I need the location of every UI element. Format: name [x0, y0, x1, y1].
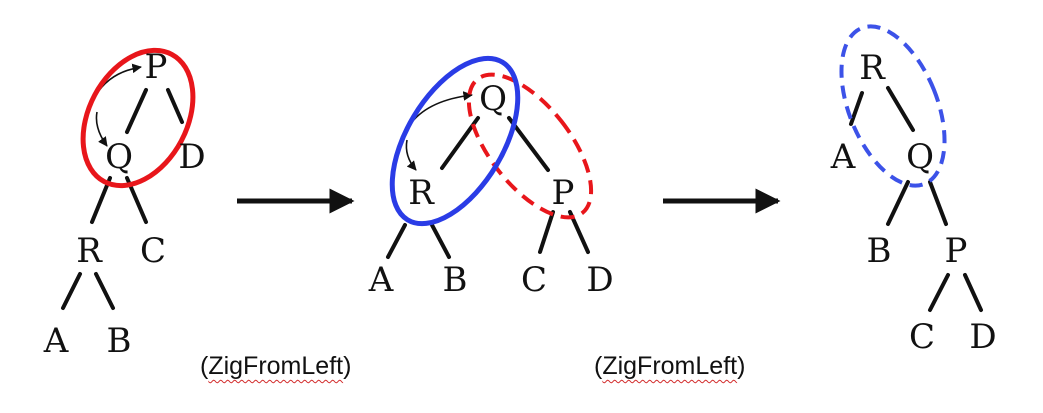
tree-after: R A Q B P C D: [830, 24, 997, 357]
node-q: Q: [105, 137, 133, 177]
edge-r-a: [61, 272, 82, 310]
rotation-arrow-down: [95, 111, 108, 147]
caption-open-paren: (: [594, 352, 603, 380]
node-a: A: [830, 137, 856, 177]
node-r: R: [76, 231, 103, 271]
edge-p-c: [928, 273, 950, 312]
node-b: B: [443, 260, 468, 300]
edge-q-p: [928, 180, 948, 226]
node-r: R: [408, 173, 435, 213]
node-b: B: [107, 321, 132, 361]
edge-p-c: [538, 210, 555, 254]
node-b: B: [867, 231, 892, 271]
caption-zig-from-left-2: (ZigFromLeft): [594, 352, 745, 381]
node-q: Q: [479, 79, 507, 119]
node-c: C: [140, 231, 166, 271]
node-d: D: [586, 260, 613, 300]
caption-word: ZigFromLeft: [602, 352, 738, 380]
tree-middle: Q R P A B C D: [368, 55, 614, 300]
node-d: D: [178, 137, 205, 177]
node-p: P: [552, 173, 575, 213]
caption-close-paren: ): [343, 352, 352, 380]
red-dashed-oval: [466, 72, 594, 220]
node-a: A: [368, 260, 394, 300]
edge-r-a: [849, 91, 864, 126]
caption-open-paren: (: [200, 352, 209, 380]
edge-r-a: [386, 223, 407, 259]
edge-p-d: [166, 88, 184, 124]
node-p: P: [945, 231, 968, 271]
node-q: Q: [906, 137, 934, 177]
caption-word: ZigFromLeft: [208, 352, 344, 380]
node-r: R: [859, 48, 886, 88]
red-oval: [80, 47, 196, 189]
edge-p-q: [125, 88, 148, 134]
tree-before: P Q D R C A B: [43, 47, 206, 361]
edge-p-d: [963, 273, 983, 312]
edge-r-b: [94, 272, 115, 310]
node-d: D: [969, 317, 996, 357]
blue-oval: [389, 55, 521, 227]
caption-close-paren: ): [737, 352, 746, 380]
edge-r-b: [430, 223, 451, 259]
edge-r-q: [886, 86, 915, 132]
node-p: P: [145, 47, 168, 87]
rotation-arrow-down: [405, 139, 417, 171]
edge-q-b: [886, 180, 910, 226]
caption-zig-from-left-1: (ZigFromLeft): [200, 352, 351, 381]
node-c: C: [909, 317, 935, 357]
node-c: C: [521, 260, 547, 300]
node-a: A: [43, 321, 69, 361]
blue-dashed-oval: [839, 24, 947, 188]
